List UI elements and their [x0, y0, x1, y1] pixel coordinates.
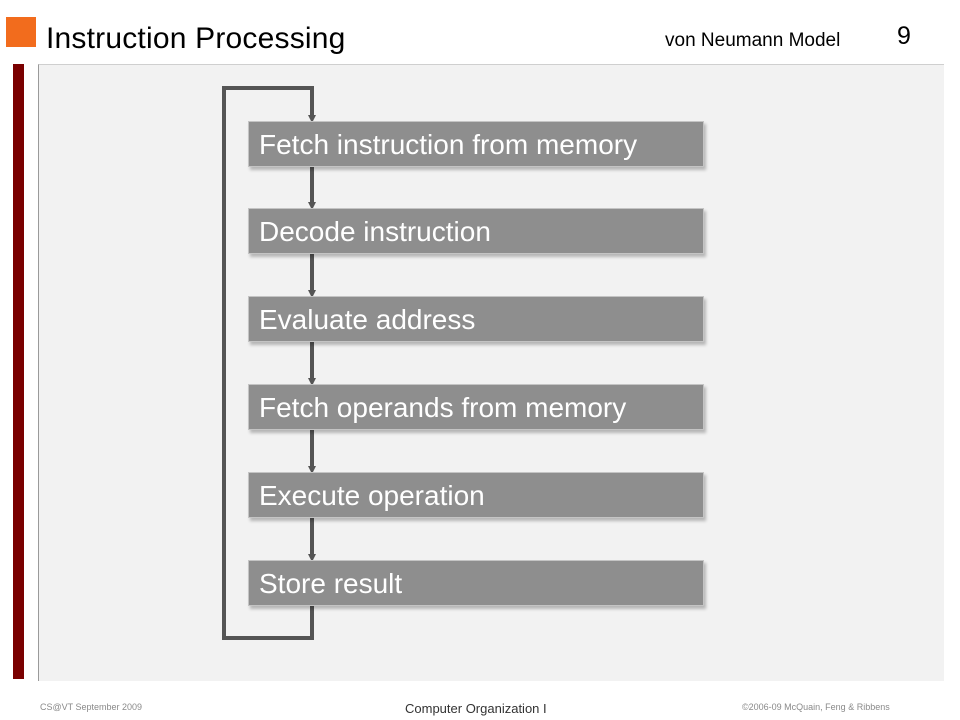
footer-date: CS@VT September 2009 [40, 702, 143, 712]
accent-square [6, 17, 36, 47]
flow-step-label: Evaluate address [259, 304, 476, 335]
flow-step-box: Store result [248, 560, 704, 606]
footer-copyright: ©2006-09 McQuain, Feng & Ribbens [742, 702, 890, 712]
flow-step-label: Fetch instruction from memory [259, 129, 638, 160]
slide-title: Instruction Processing [46, 22, 346, 55]
flow-step-box: Fetch operands from memory [248, 384, 704, 430]
flow-step-box: Execute operation [248, 472, 704, 518]
flow-step-label: Store result [259, 568, 403, 599]
flow-step-box: Evaluate address [248, 296, 704, 342]
flow-step-label: Execute operation [259, 480, 485, 511]
page-number: 9 [897, 22, 911, 50]
flow-step-label: Decode instruction [259, 216, 491, 247]
section-title: von Neumann Model [665, 30, 841, 51]
flow-step-box: Fetch instruction from memory [248, 121, 704, 167]
flow-loop-arrow [222, 86, 316, 640]
footer-course: Computer Organization I [405, 701, 547, 716]
flow-step-box: Decode instruction [248, 208, 704, 254]
left-accent-bar [13, 64, 24, 679]
flow-step-label: Fetch operands from memory [259, 392, 627, 423]
